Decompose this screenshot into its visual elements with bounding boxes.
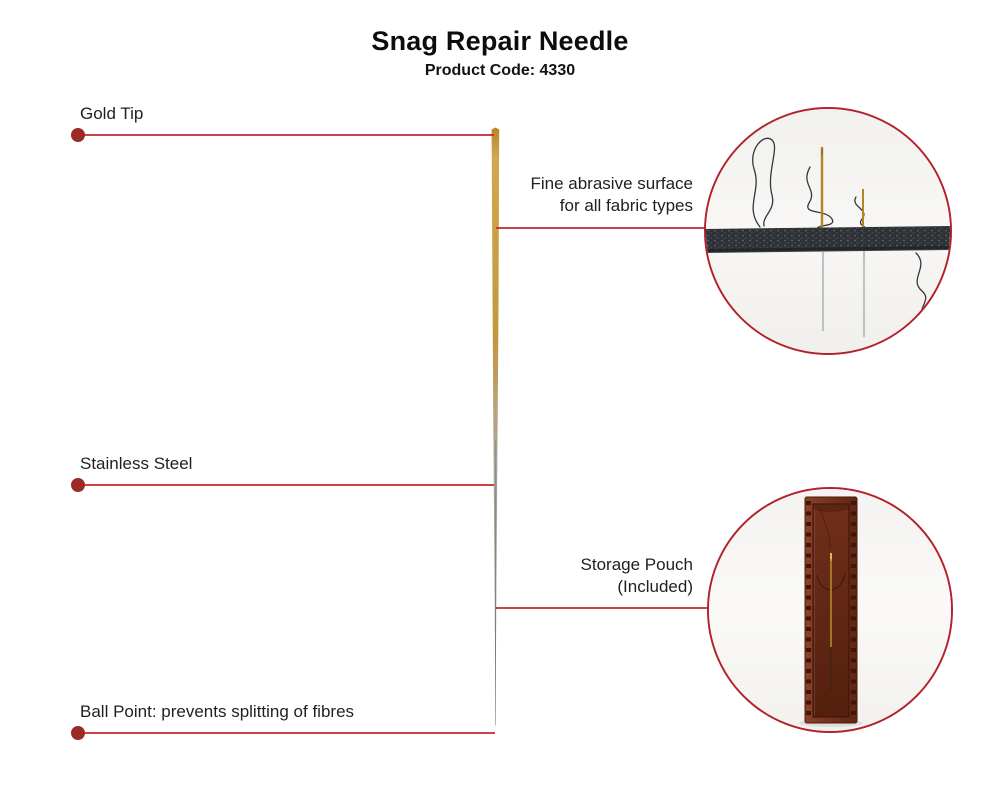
fabric-strip-shadow (706, 246, 950, 253)
callout-dot-gold-tip (71, 128, 85, 142)
abrasive-photo (706, 109, 950, 353)
callout-dot-ball-point (71, 726, 85, 740)
callout-dot-stainless-steel (71, 478, 85, 492)
callout-label-stainless-steel: Stainless Steel (80, 454, 193, 473)
abrasive-photo-circle (704, 107, 952, 355)
pouch-crease (818, 506, 831, 550)
product-code: Product Code: 4330 (424, 62, 576, 79)
callout-label-gold-tip: Gold Tip (80, 104, 144, 123)
needle-illustration (491, 127, 500, 733)
pouch-photo (709, 489, 951, 731)
pouch-top-shade (813, 504, 849, 512)
fine-abrasive-line1: Fine abrasive surface (530, 174, 693, 193)
pouch-photo-circle (707, 487, 953, 733)
callout-label-fine-abrasive: Fine abrasive surface for all fabric typ… (530, 173, 693, 217)
storage-pouch-line2: (Included) (617, 577, 693, 596)
callout-label-storage-pouch: Storage Pouch (Included) (581, 554, 693, 598)
diagram-header: Snag Repair Needle Product Code: 4330 (0, 26, 1000, 80)
fabric-strip (706, 226, 950, 252)
fine-abrasive-line2: for all fabric types (559, 196, 693, 215)
callout-label-ball-point: Ball Point: prevents splitting of fibres (80, 702, 355, 721)
page-title: Snag Repair Needle (371, 26, 629, 56)
thread-squiggle-left (752, 137, 776, 228)
storage-pouch-line1: Storage Pouch (580, 555, 693, 574)
